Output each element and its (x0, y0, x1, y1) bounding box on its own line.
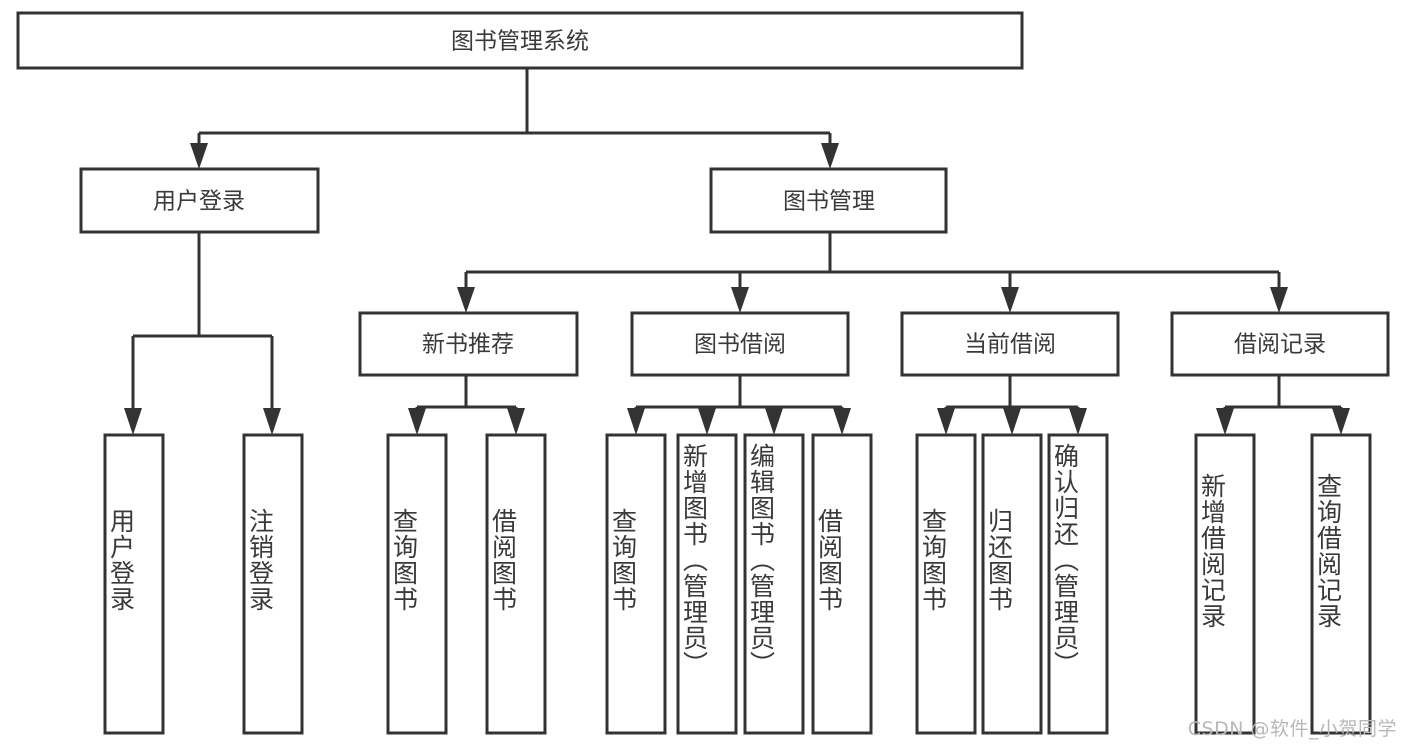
node-label-book-borrow: 图书借阅 (694, 332, 786, 358)
arrowhead-leaf-query-record (1332, 408, 1350, 435)
node-label-user-login: 用户登录 (153, 189, 245, 215)
arrowhead-leaf-user-logout (263, 408, 281, 435)
arrowhead-leaf-query-book-1 (408, 408, 426, 435)
node-box-leaf-query-record[interactable] (1310, 433, 1372, 735)
arrowhead-leaf-add-book (698, 408, 716, 435)
node-box-leaf-query-book-3[interactable] (915, 433, 977, 735)
arrowhead-book-borrow (731, 287, 749, 313)
node-label-book-manage: 图书管理 (783, 189, 875, 215)
node-box-leaf-borrow-book-1[interactable] (485, 433, 547, 735)
node-layer: 图书管理系统 用户登录 图书管理 新书推荐 图书借阅 当前借阅 借阅记录 (16, 11, 1390, 735)
node-box-leaf-edit-book[interactable] (743, 433, 805, 735)
node-label-root: 图书管理系统 (451, 29, 589, 55)
node-label-new-book-rec: 新书推荐 (422, 332, 514, 358)
arrowhead-current-borrow (1001, 287, 1019, 313)
node-box-user-login[interactable] (79, 167, 320, 234)
arrowhead-leaf-user-login (124, 408, 142, 435)
arrowhead-leaf-borrow-book-1 (507, 408, 525, 435)
connector-layer (124, 68, 1350, 435)
arrowhead-new-book-rec (457, 287, 475, 313)
csdn-watermark: CSDN @软件_小贺同学 (1187, 718, 1397, 740)
node-box-book-borrow[interactable] (630, 311, 850, 377)
arrowhead-leaf-return-book (1003, 408, 1021, 435)
node-label-borrow-record: 借阅记录 (1234, 332, 1326, 358)
node-box-leaf-add-record[interactable] (1194, 433, 1256, 735)
node-label-current-borrow: 当前借阅 (964, 332, 1056, 358)
node-box-new-book-rec[interactable] (358, 311, 579, 377)
node-box-leaf-add-book[interactable] (676, 433, 738, 735)
node-box-borrow-record[interactable] (1170, 311, 1390, 377)
node-box-leaf-confirm-return[interactable] (1047, 433, 1109, 735)
arrowhead-user-login (190, 143, 208, 169)
arrowhead-leaf-query-book-2 (627, 408, 645, 435)
node-box-leaf-return-book[interactable] (981, 433, 1043, 735)
arrowhead-leaf-edit-book (765, 408, 783, 435)
node-box-root[interactable] (16, 11, 1024, 70)
arrowhead-book-manage (821, 143, 839, 169)
node-box-current-borrow[interactable] (900, 311, 1120, 377)
arrowhead-leaf-confirm-return (1069, 408, 1087, 435)
arrowhead-leaf-query-book-3 (937, 408, 955, 435)
arrowhead-leaf-add-record (1216, 408, 1234, 435)
arrowhead-borrow-record (1270, 287, 1288, 313)
node-box-book-manage[interactable] (709, 167, 948, 234)
node-box-leaf-user-logout[interactable] (242, 433, 304, 735)
node-box-leaf-query-book-2[interactable] (605, 433, 667, 735)
arrowhead-leaf-borrow-book-2 (833, 408, 851, 435)
node-box-leaf-query-book-1[interactable] (386, 433, 448, 735)
node-box-leaf-borrow-book-2[interactable] (811, 433, 873, 735)
node-box-leaf-user-login[interactable] (103, 433, 165, 735)
